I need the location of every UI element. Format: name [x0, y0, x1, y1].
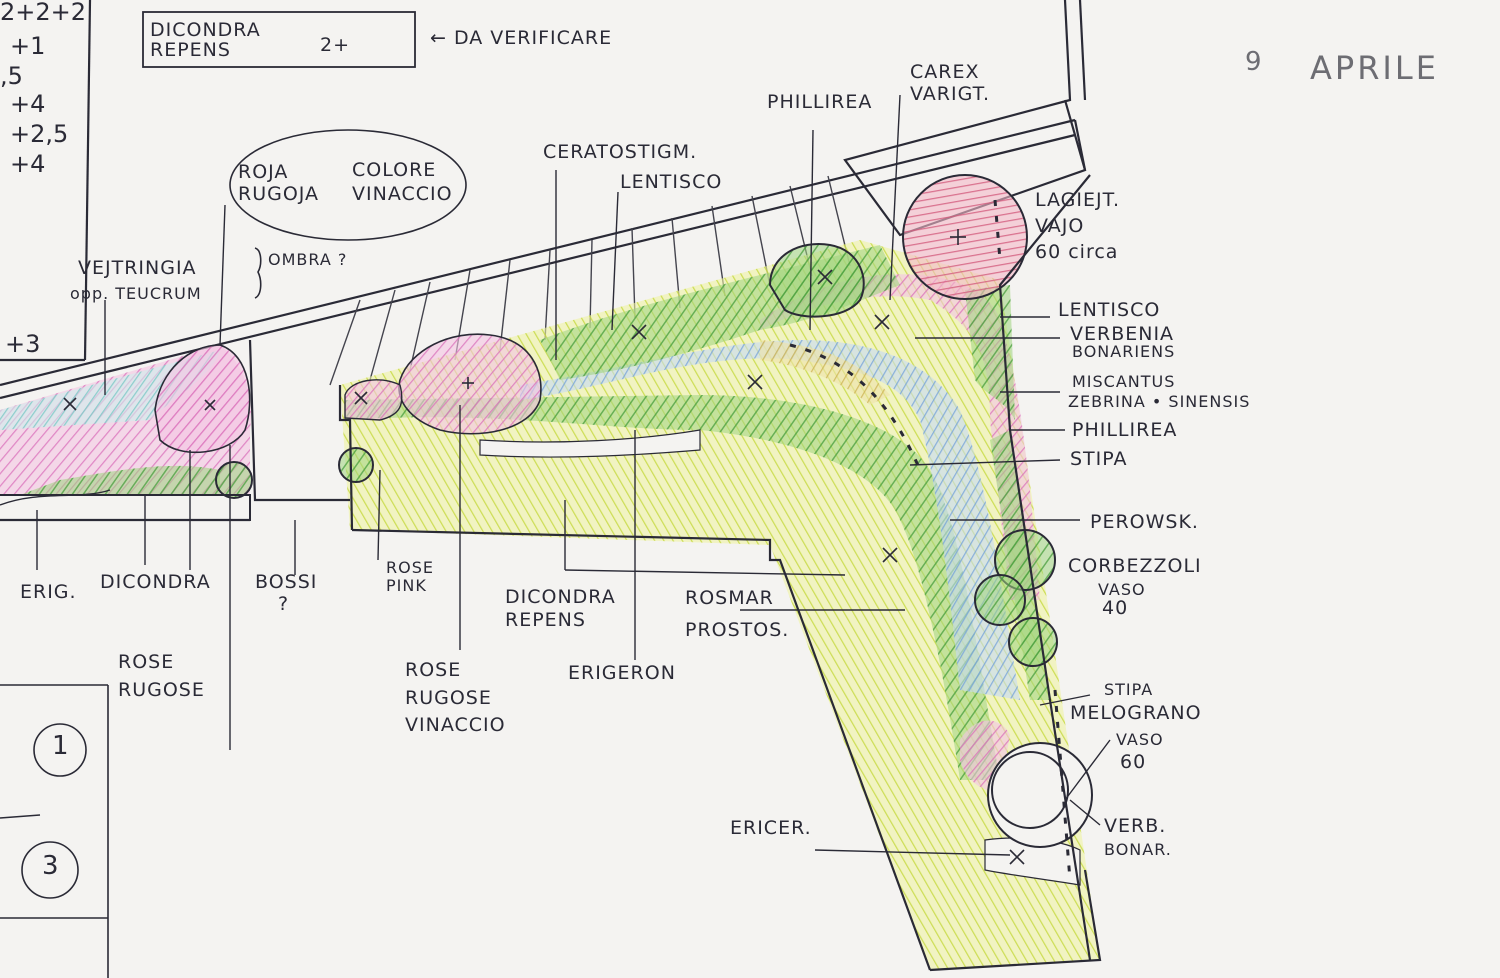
plant-markers	[63, 229, 1025, 865]
color-bubble	[229, 129, 467, 241]
label-stipa-right: STIPA	[1070, 448, 1128, 470]
label-miscanthus-2: ZEBRINA • SINENSIS	[1068, 392, 1251, 411]
margin-note-7: +3	[5, 330, 41, 358]
bubble-right-2: VINACCIO	[352, 183, 453, 205]
margin-note-1: 2+2+2	[0, 0, 87, 26]
label-phillirea-top: PHILLIREA	[767, 91, 873, 113]
label-rose-rugose-left-1: ROSE	[118, 651, 175, 673]
label-erig: ERIG.	[20, 581, 77, 603]
label-bossi-q: ?	[278, 593, 290, 615]
bubble-left-2: RUGOJA	[238, 183, 320, 205]
dashed-guides	[789, 199, 1072, 881]
leader-lines	[36, 94, 1111, 856]
label-lagerstr-2: VAJO	[1035, 215, 1085, 237]
label-ombra: OMBRA ?	[268, 250, 348, 269]
note-box	[142, 11, 416, 68]
margin-table	[0, 684, 109, 978]
margin-note-4: +4	[10, 90, 46, 118]
label-corbezzoli-3: 40	[1102, 597, 1129, 619]
label-verb-bonar-1: VERB.	[1104, 815, 1167, 837]
label-corbezzoli-2: VASO	[1098, 580, 1146, 599]
label-miscanthus-1: MISCANTUS	[1072, 372, 1176, 391]
label-carex-2: VARIGT.	[910, 83, 991, 105]
label-lagerstr-3: 60 circa	[1035, 241, 1119, 263]
label-dicondra-repens-1: DICONDRA	[505, 586, 616, 608]
label-bossi: BOSSI	[255, 571, 318, 593]
note-box-line2: REPENS	[150, 39, 231, 61]
margin-note-2: +1	[10, 32, 46, 60]
label-perowsk: PEROWSK.	[1090, 511, 1199, 533]
bubble-right-1: COLORE	[352, 159, 437, 181]
label-dicondra: DICONDRA	[100, 571, 211, 593]
label-rose-vinaccio-2: RUGOSE	[405, 687, 492, 709]
label-melograno-2: VASO	[1116, 730, 1164, 749]
ombra-brace	[254, 247, 262, 299]
label-lentisco-top: LENTISCO	[620, 171, 723, 193]
label-phillirea-right: PHILLIREA	[1072, 419, 1178, 441]
margin-note-6: +4	[10, 150, 46, 178]
label-corbezzoli-1: CORBEZZOLI	[1068, 555, 1202, 577]
margin-note-5: +2,5	[10, 120, 69, 148]
label-stipa-lower: STIPA	[1104, 680, 1154, 699]
label-rosmar-2: PROSTOS.	[685, 619, 790, 641]
label-rose-pink-2: PINK	[386, 576, 427, 595]
label-vestringia: VEJTRINGIA	[78, 257, 197, 279]
label-lentisco-right: LENTISCO	[1058, 299, 1161, 321]
label-verb-bonar-2: BONAR.	[1104, 840, 1172, 859]
label-teucrum: opp. TEUCRUM	[70, 284, 202, 303]
verify-note: ← DA VERIFICARE	[430, 27, 613, 49]
label-rose-vinaccio-1: ROSE	[405, 659, 462, 681]
left-bed	[0, 344, 253, 521]
label-rose-pink-1: ROSE	[386, 558, 434, 577]
label-ericer-bottom: ERICER.	[730, 817, 812, 839]
label-lagerstr-1: LAGIEJT.	[1035, 189, 1121, 211]
margin-note-3: ,5	[0, 62, 23, 90]
date-month: APRILE	[1310, 49, 1439, 87]
label-rose-rugose-left-2: RUGOSE	[118, 679, 205, 701]
note-box-qty: 2+	[320, 34, 351, 56]
label-erigeron: ERIGERON	[568, 662, 676, 684]
label-verbena-1: VERBENIA	[1070, 323, 1175, 345]
circled-number-1: 1	[52, 731, 70, 761]
bubble-left-1: ROJA	[238, 161, 289, 183]
label-melograno-3: 60	[1120, 751, 1147, 773]
label-dicondra-repens-2: REPENS	[505, 609, 586, 631]
circled-number-3: 3	[42, 851, 60, 881]
date-day: 9	[1245, 47, 1265, 77]
label-carex-1: CAREX	[910, 61, 980, 83]
note-box-line1: DICONDRA	[150, 19, 261, 41]
label-verbena-2: BONARIENS	[1072, 342, 1176, 361]
label-rosmar-1: ROSMAR	[685, 587, 774, 609]
label-rose-vinaccio-3: VINACCIO	[405, 714, 506, 736]
label-melograno-1: MELOGRANO	[1070, 702, 1202, 724]
label-ceratostigm: CERATOSTIGM.	[543, 141, 698, 163]
